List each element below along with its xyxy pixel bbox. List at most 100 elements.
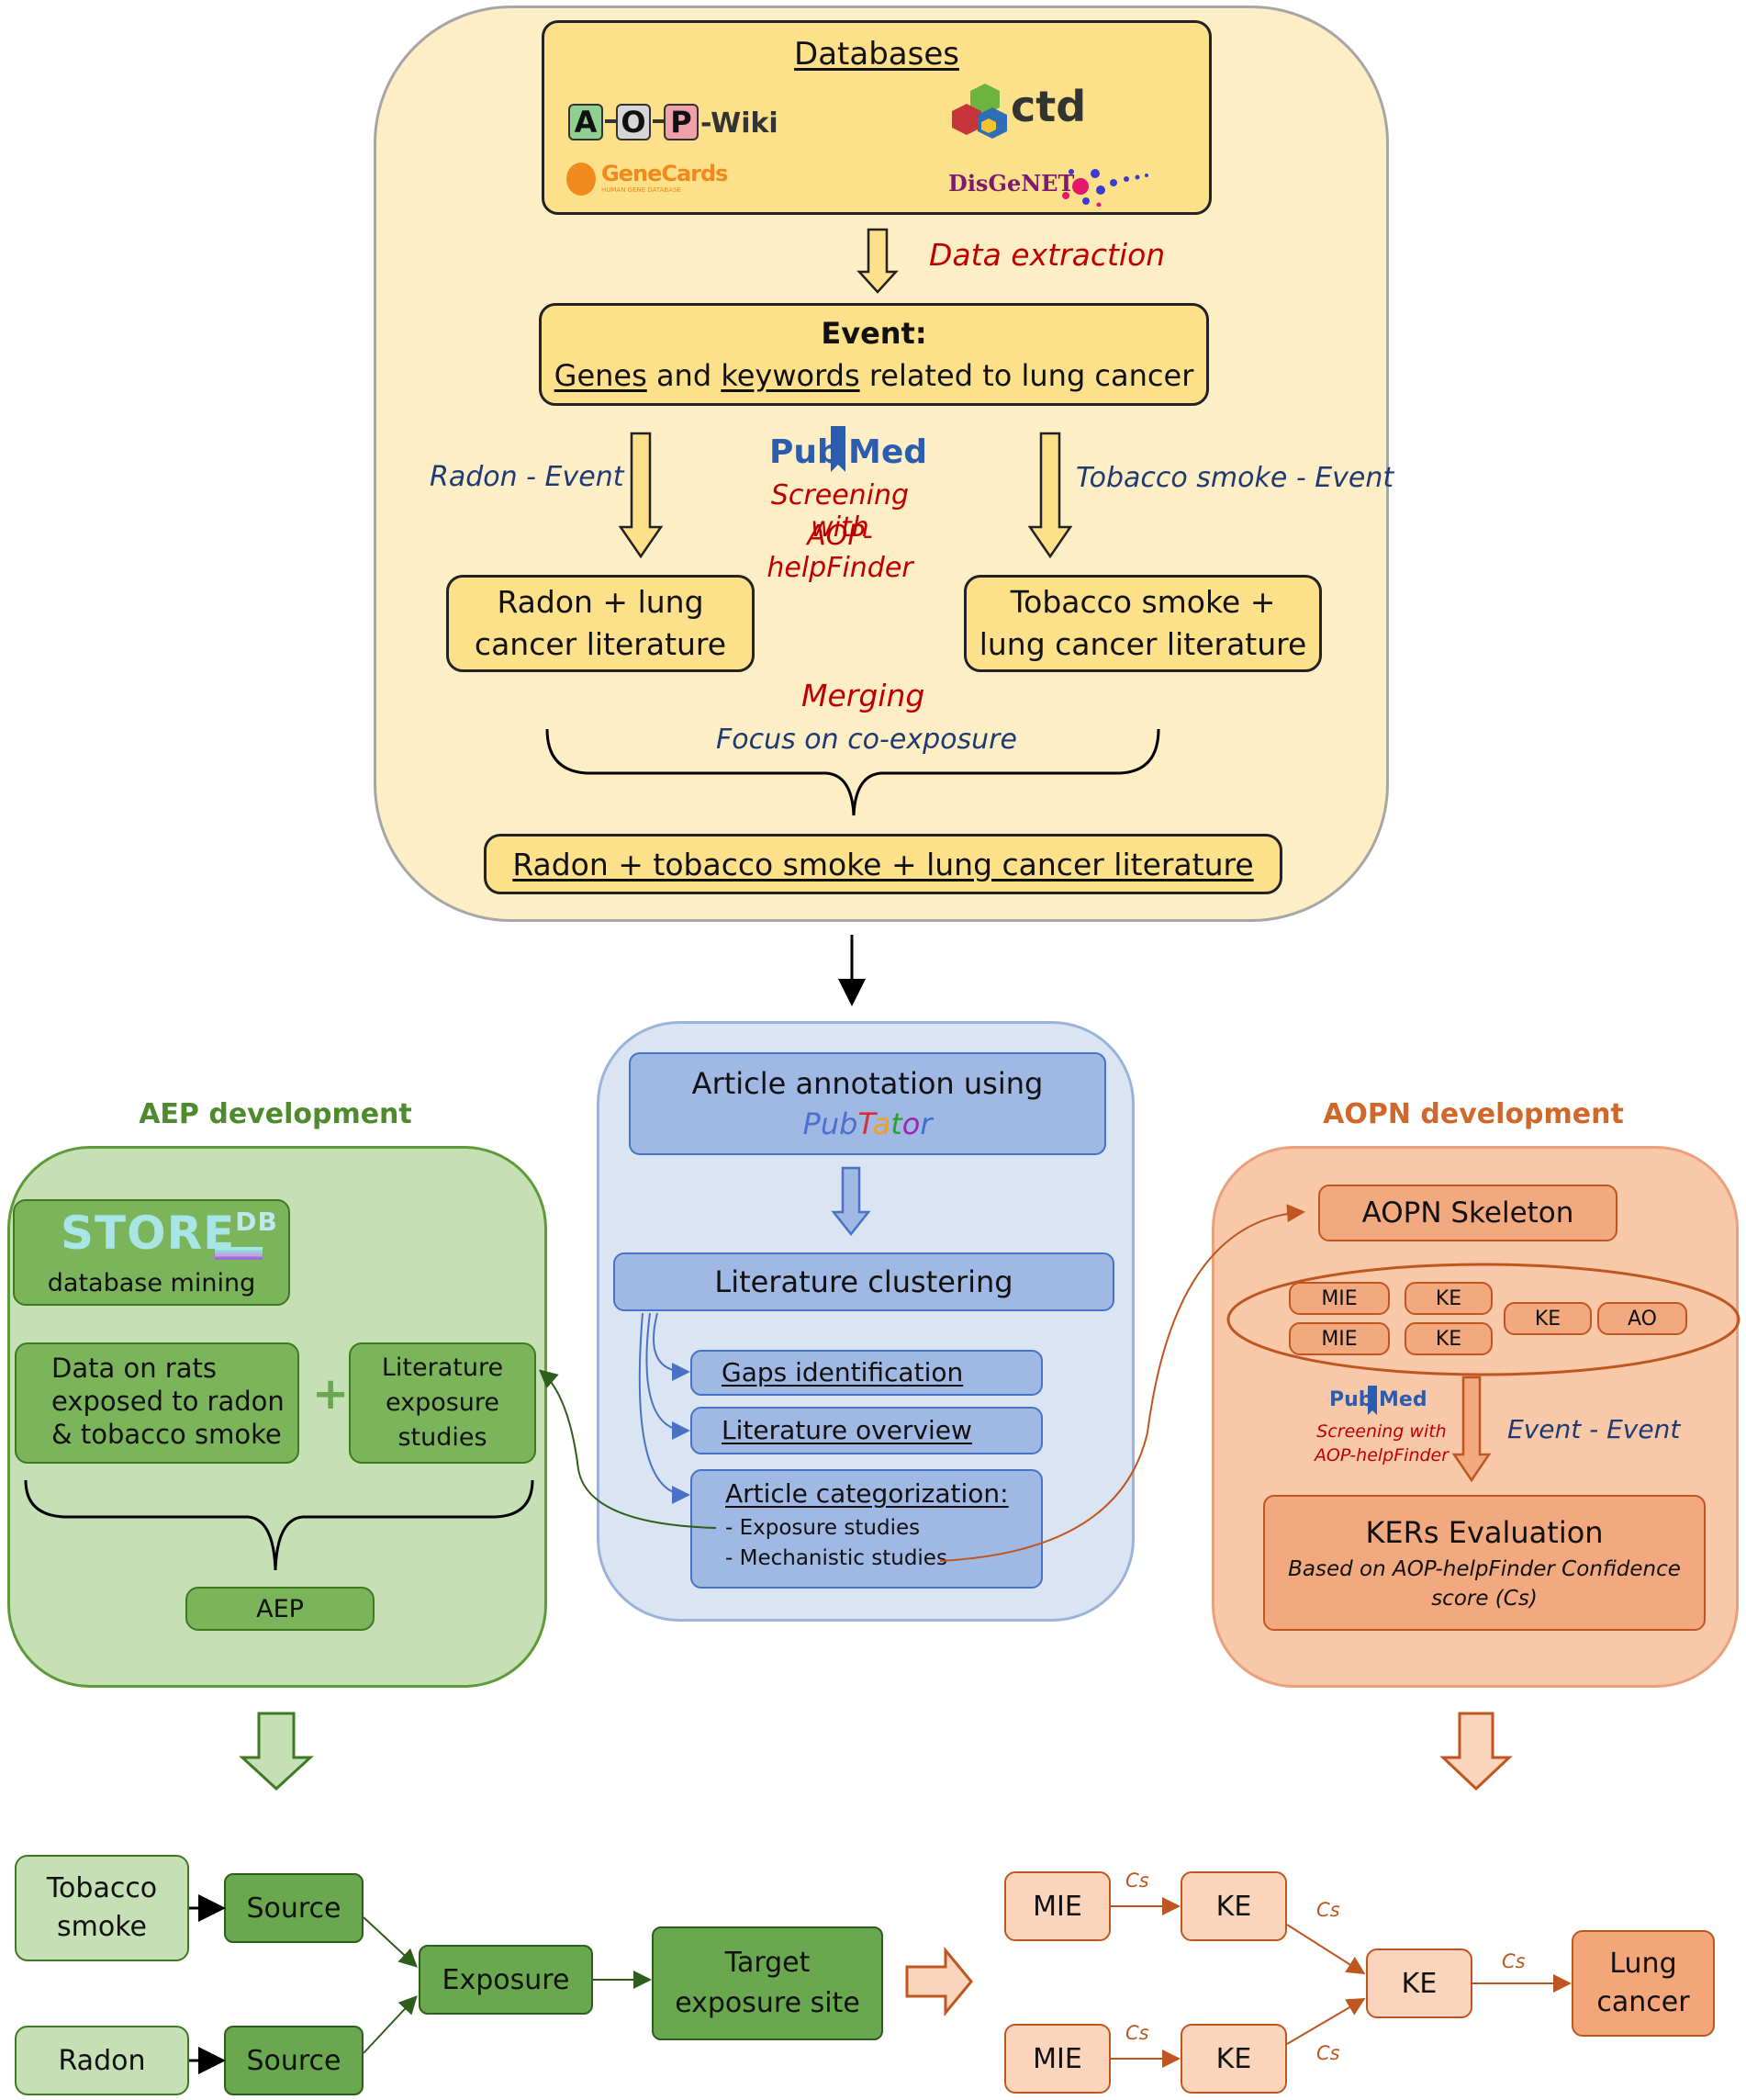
disgenet-text: DisGeNET bbox=[948, 170, 1075, 197]
target-exposure-site-node: Target exposure site bbox=[652, 1926, 883, 2040]
tobacco-smoke-stressor: Tobacco smoke bbox=[15, 1855, 189, 1961]
exposure-studies-link bbox=[538, 1369, 717, 1529]
yellow-arrow-tobacco bbox=[1027, 432, 1073, 559]
database-mining-label: database mining bbox=[47, 1269, 256, 1297]
merging-brace bbox=[545, 728, 1160, 816]
pubtator-logo: PubTator bbox=[803, 1104, 933, 1144]
storedb-sup: DB bbox=[235, 1207, 278, 1237]
exposure-node: Exposure bbox=[419, 1945, 593, 2015]
orange-arrow-down bbox=[1439, 1712, 1513, 1791]
databases-box: Databases A O P -Wiki ctd GeneCards HUMA… bbox=[542, 20, 1212, 215]
radon-event-label: Radon - Event bbox=[430, 461, 624, 493]
pubmed-pub-text: Pub bbox=[769, 433, 841, 471]
event-title: Event: bbox=[821, 316, 927, 351]
skeleton-mie-2: MIE bbox=[1289, 1322, 1390, 1355]
pubtator-letter: o bbox=[901, 1106, 921, 1141]
source-node-2: Source bbox=[224, 2026, 364, 2095]
tobacco-literature-line1: Tobacco smoke + bbox=[1010, 584, 1276, 620]
radon-literature-box: Radon + lung cancer literature bbox=[446, 575, 755, 672]
kers-evaluation-line1: Based on AOP-helpFinder Confidence bbox=[1288, 1557, 1681, 1581]
mie-node-1: MIE bbox=[1004, 1871, 1111, 1941]
rats-data-box: Data on rats exposed to radon & tobacco … bbox=[15, 1342, 299, 1464]
rats-data-line1: Data on rats bbox=[51, 1353, 217, 1384]
cluster-link-overview bbox=[645, 1312, 690, 1440]
skeleton-ke-3: KE bbox=[1504, 1302, 1592, 1335]
mechanistic-studies-link bbox=[939, 1204, 1305, 1562]
literature-overview-box: Literature overview bbox=[690, 1407, 1043, 1454]
aopn-development-title: AOPN development bbox=[1323, 1098, 1624, 1130]
cluster-link-gaps bbox=[653, 1312, 690, 1381]
event-keywords: keywords bbox=[721, 358, 860, 393]
orange-arrow-right bbox=[905, 1946, 973, 2017]
pubtator-letter: b bbox=[839, 1106, 858, 1141]
event-rest: related to lung cancer bbox=[859, 358, 1194, 393]
orange-arrow-kers bbox=[1451, 1376, 1492, 1483]
aop-arrow-icon bbox=[605, 119, 616, 123]
pubtator-letter: u bbox=[820, 1106, 840, 1141]
storedb-box: STOREDB database mining bbox=[13, 1199, 290, 1306]
radon-literature-line1: Radon + lung bbox=[497, 584, 704, 620]
lung-cancer-line1: Lung bbox=[1609, 1948, 1677, 1980]
pubtator-letter: a bbox=[872, 1106, 891, 1141]
pubtator-letter: P bbox=[802, 1106, 821, 1141]
tobacco-literature-box: Tobacco smoke + lung cancer literature bbox=[964, 575, 1322, 672]
merging-label: Merging bbox=[801, 678, 925, 713]
event-box: Event: Genes and keywords related to lun… bbox=[539, 303, 1209, 406]
aep-brace bbox=[24, 1479, 534, 1571]
pubtator-letter: T bbox=[857, 1106, 873, 1141]
event-and: and bbox=[646, 358, 722, 393]
target-line2: exposure site bbox=[675, 1987, 860, 2019]
screening-label-line2: AOP-helpFinder bbox=[767, 520, 913, 584]
pubmed-small-med-text: Med bbox=[1379, 1388, 1427, 1411]
focus-label: Focus on co-exposure bbox=[716, 724, 1017, 756]
ctd-hexagons-icon bbox=[952, 84, 1007, 139]
skeleton-ao: AO bbox=[1597, 1302, 1687, 1335]
plus-icon: + bbox=[312, 1368, 350, 1420]
literature-exposure-line2: exposure bbox=[385, 1388, 500, 1417]
aop-arrow-icon bbox=[653, 119, 664, 123]
link-ke2-ke3 bbox=[1286, 1997, 1366, 2045]
skeleton-ellipse bbox=[1226, 1263, 1740, 1376]
aopn-skeleton-box: AOPN Skeleton bbox=[1318, 1185, 1617, 1241]
mechanistic-studies-label: - Mechanistic studies bbox=[725, 1546, 947, 1570]
ke-node-3: KE bbox=[1366, 1948, 1472, 2018]
aop-wiki-logo: A O P -Wiki bbox=[568, 104, 798, 146]
skeleton-mie-1: MIE bbox=[1289, 1282, 1390, 1315]
yellow-arrow-data-extraction bbox=[856, 228, 899, 294]
screening-label-line1: Screening with bbox=[770, 479, 910, 544]
aep-development-title: AEP development bbox=[139, 1098, 412, 1130]
lung-cancer-node: Lung cancer bbox=[1572, 1930, 1715, 2037]
link-ke1-ke3 bbox=[1286, 1924, 1366, 1975]
ctd-text: ctd bbox=[1011, 82, 1087, 131]
event-genes: Genes bbox=[554, 358, 647, 393]
pubtator-letter: t bbox=[890, 1106, 902, 1141]
mie-node-2: MIE bbox=[1004, 2024, 1111, 2094]
tobacco-smoke-line1: Tobacco bbox=[46, 1872, 158, 1904]
aep-box: AEP bbox=[185, 1587, 375, 1631]
event-description: Genes and keywords related to lung cance… bbox=[554, 358, 1194, 393]
article-categorization-box: Article categorization: - Exposure studi… bbox=[690, 1469, 1043, 1589]
yellow-arrow-radon bbox=[618, 432, 664, 559]
pubmed-logo-small: Pub Med bbox=[1329, 1385, 1439, 1418]
literature-clustering-box: Literature clustering bbox=[613, 1252, 1114, 1311]
literature-exposure-line1: Literature bbox=[381, 1353, 504, 1382]
databases-title: Databases bbox=[794, 36, 959, 73]
cs-label-1: Cs bbox=[1125, 1870, 1149, 1892]
cs-label-5: Cs bbox=[1502, 1950, 1526, 1972]
kers-evaluation-line2: score (Cs) bbox=[1431, 1587, 1538, 1611]
radon-literature-line2: cancer literature bbox=[474, 626, 727, 662]
blue-arrow-clustering bbox=[831, 1166, 871, 1237]
link-source2-exposure bbox=[363, 1995, 418, 2054]
article-categorization-title: Article categorization: bbox=[725, 1478, 1009, 1509]
rats-data-line2: exposed to radon bbox=[51, 1386, 285, 1417]
pubmed-small-pub-text: Pub bbox=[1329, 1388, 1373, 1411]
kers-evaluation-title: KERs Evaluation bbox=[1365, 1515, 1604, 1550]
tobacco-event-label: Tobacco smoke - Event bbox=[1076, 462, 1394, 494]
storedb-text: STORE bbox=[61, 1207, 236, 1260]
genecards-text: GeneCards bbox=[601, 161, 728, 186]
tobacco-literature-line2: lung cancer literature bbox=[979, 626, 1307, 662]
aop-a-tile: A bbox=[568, 104, 603, 140]
tobacco-smoke-line2: smoke bbox=[57, 1911, 147, 1943]
data-extraction-label: Data extraction bbox=[929, 237, 1166, 273]
